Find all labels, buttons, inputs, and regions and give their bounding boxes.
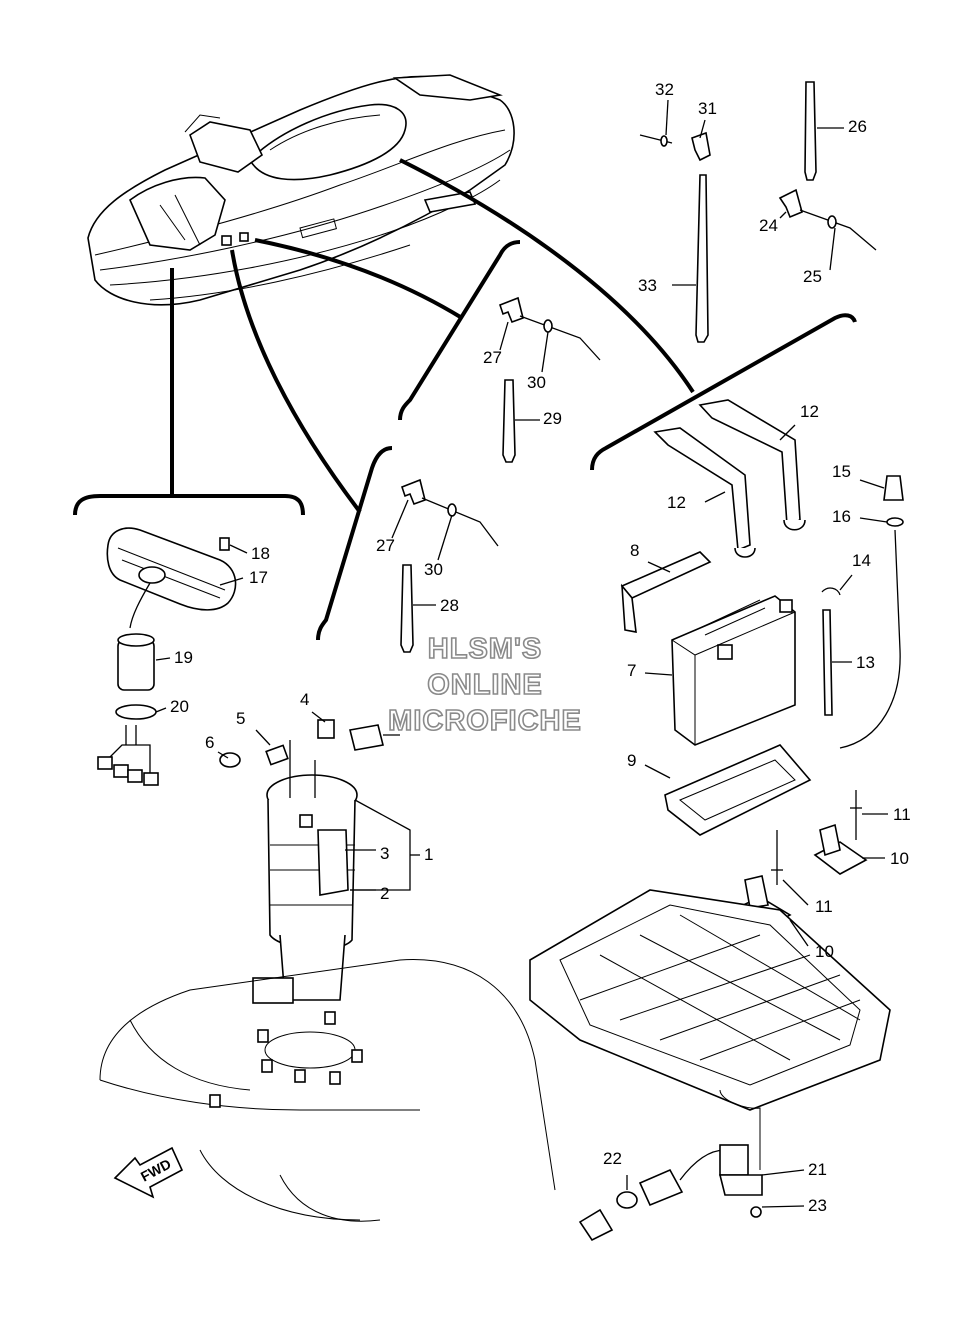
callout-c32: 32	[655, 80, 674, 99]
callout-c12b: 12	[667, 493, 686, 512]
callout-leaders	[155, 99, 888, 1208]
callout-c11a: 11	[893, 805, 911, 824]
callout-c10b: 10	[815, 942, 834, 961]
callout-c15: 15	[832, 462, 851, 481]
callout-c25: 25	[803, 267, 822, 286]
callout-c31: 31	[698, 99, 717, 118]
callout-c28: 28	[440, 596, 459, 615]
group-hull-deck	[99, 959, 556, 1222]
callout-c9: 9	[627, 751, 636, 770]
group-fuel-sender	[73, 494, 305, 786]
watermark-line-2: ONLINE	[427, 669, 543, 701]
callout-labels: 1234567891010111112121314151617181920212…	[170, 80, 911, 1215]
callout-c19: 19	[174, 648, 193, 667]
callout-c11b: 11	[815, 897, 833, 916]
group-battery	[590, 313, 904, 931]
watermark-line-3: MICROFICHE	[388, 705, 582, 737]
callout-c8: 8	[630, 541, 639, 560]
callout-c29: 29	[543, 409, 562, 428]
callout-c12a: 12	[800, 402, 819, 421]
callout-c33: 33	[638, 276, 657, 295]
watermark: HLSM'S ONLINE MICROFICHE	[387, 632, 582, 738]
watercraft-hull	[87, 74, 515, 306]
callout-c2: 2	[380, 884, 389, 903]
callout-c7: 7	[627, 661, 636, 680]
fwd-arrow: FWD	[113, 1146, 184, 1199]
callout-c26: 26	[848, 117, 867, 136]
callout-c22: 22	[603, 1149, 622, 1168]
callout-c27b: 27	[376, 536, 395, 555]
callout-c20: 20	[170, 697, 189, 716]
callout-c6: 6	[205, 733, 214, 752]
callout-c23: 23	[808, 1196, 827, 1215]
callout-c27a: 27	[483, 348, 502, 367]
callout-c30b: 30	[424, 560, 443, 579]
callout-c4: 4	[300, 690, 309, 709]
group-sensor	[578, 1144, 763, 1242]
callout-c30a: 30	[527, 373, 546, 392]
callout-c14: 14	[852, 551, 871, 570]
watermark-line-1: HLSM'S	[428, 633, 542, 665]
leader-curves	[170, 158, 695, 514]
callout-c16: 16	[832, 507, 851, 526]
callout-c5: 5	[236, 709, 245, 728]
callout-c17: 17	[249, 568, 268, 587]
callout-c24: 24	[759, 216, 778, 235]
callout-c13: 13	[856, 653, 875, 672]
group-clamps	[316, 240, 601, 653]
callout-c18: 18	[251, 544, 270, 563]
callout-c1: 1	[424, 845, 433, 864]
group-top-ties	[639, 81, 877, 343]
callout-c10a: 10	[890, 849, 909, 868]
group-floor-grid	[529, 889, 891, 1170]
callout-c21: 21	[808, 1160, 827, 1179]
group-fuel-pump	[219, 719, 400, 1004]
callout-c3: 3	[380, 844, 389, 863]
